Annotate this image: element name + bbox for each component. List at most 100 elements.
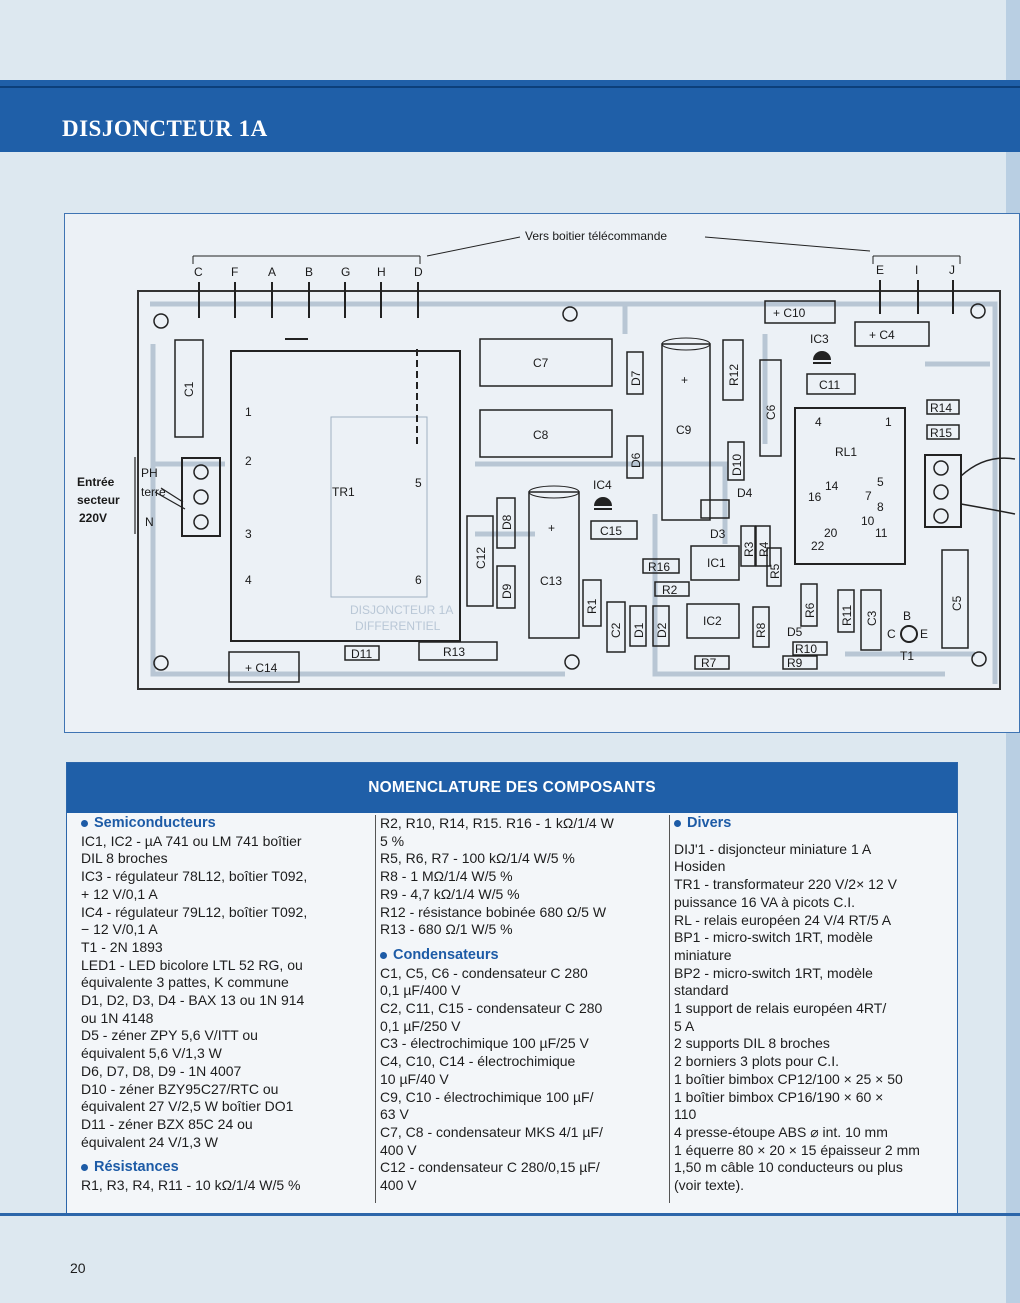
pin-a: A	[268, 265, 276, 279]
watermark-2: DIFFERENTIEL	[355, 619, 441, 633]
list-item: 2 borniers 3 plots pour C.I.	[674, 1053, 839, 1070]
relay-pin-11: 11	[875, 526, 888, 540]
rl1-outline	[794, 407, 906, 565]
pin-i: I	[915, 263, 918, 277]
list-item: R5, R6, R7 - 100 kΩ/1/4 W/5 %	[380, 850, 575, 867]
pin-e: E	[876, 263, 884, 277]
nomenclature-column-1: Semiconducteurs IC1, IC2 - µA 741 ou LM …	[81, 815, 373, 1195]
relay-pin-16: 16	[808, 490, 822, 504]
c9-plus: +	[681, 373, 688, 387]
input-label-1: Entrée	[77, 475, 115, 489]
label-d11: D11	[351, 647, 372, 661]
tr1-pin-2: 2	[245, 454, 252, 468]
list-item: 1 boîtier bimbox CP12/100 × 25 × 50	[674, 1070, 903, 1087]
page-number: 20	[70, 1260, 86, 1276]
list-item: R8 - 1 MΩ/1/4 W/5 %	[380, 868, 513, 885]
label-c11: C11	[819, 378, 840, 392]
list-item: R12 - résistance bobinée 680 Ω/5 W	[380, 903, 607, 920]
pcb-layout-svg: Vers boitier télécommande C F A B G H D …	[77, 229, 1016, 690]
list-item: C2, C11, C15 - condensateur C 280	[380, 1000, 603, 1017]
pin-d: D	[414, 265, 423, 279]
list-item: 400 V	[380, 1177, 417, 1194]
label-r12: R12	[727, 364, 741, 386]
label-r5: R5	[768, 563, 782, 579]
list-item: RL - relais européen 24 V/4 RT/5 A	[674, 911, 892, 928]
section-condensateurs: Condensateurs	[380, 947, 670, 965]
list-item: C9, C10 - électrochimique 100 µF/	[380, 1088, 594, 1105]
list-item: C1, C5, C6 - condensateur C 280	[380, 964, 588, 981]
relay-pin-22: 22	[811, 539, 825, 553]
tr1-pin-6: 6	[415, 573, 422, 587]
section-semiconducteurs: Semiconducteurs	[81, 815, 373, 833]
label-c1: C1	[182, 381, 196, 397]
terminal-ph: PH	[141, 466, 158, 480]
list-item: BP2 - micro-switch 1RT, modèle	[674, 964, 873, 981]
list-item: 2 supports DIL 8 broches	[674, 1035, 830, 1052]
label-r10: R10	[795, 642, 817, 656]
label-d7: D7	[629, 370, 643, 386]
label-rl1: RL1	[835, 445, 857, 459]
list-item: T1 - 2N 1893	[81, 938, 163, 955]
list-item: 1 support de relais européen 4RT/	[674, 1000, 887, 1017]
label-r3: R3	[742, 541, 756, 557]
pin-c: C	[194, 265, 203, 279]
tr1-pin-5: 5	[415, 476, 422, 490]
terminal-terre: terre	[141, 485, 166, 499]
list-item: D5 - zéner ZPY 5,6 V/ITT ou	[81, 1027, 258, 1044]
list-item: R2, R10, R14, R15. R16 - 1 kΩ/1/4 W	[380, 815, 614, 831]
watermark-1: DISJONCTEUR 1A	[350, 603, 453, 617]
nomenclature-panel: NOMENCLATURE DES COMPOSANTS Semiconducte…	[66, 762, 958, 1214]
section-resistances: Résistances	[81, 1159, 373, 1177]
list-item: DIJ'1 - disjoncteur miniature 1 A	[674, 840, 872, 857]
label-d3: D3	[710, 527, 726, 541]
list-item: C3 - électrochimique 100 µF/25 V	[380, 1035, 589, 1052]
list-item: 1 équerre 80 × 20 × 15 épaisseur 2 mm	[674, 1141, 920, 1158]
pin-b: B	[305, 265, 313, 279]
label-r8: R8	[754, 622, 768, 638]
list-item: 5 %	[380, 832, 405, 849]
list-item: IC3 - régulateur 78L12, boîtier T092,	[81, 868, 308, 885]
right-pin-labels: E I J	[876, 263, 955, 277]
label-r4: R4	[757, 541, 771, 557]
bullet-icon	[81, 819, 88, 827]
pin-f: F	[231, 265, 238, 279]
label-ic2: IC2	[703, 614, 722, 628]
pcb-outline	[137, 290, 1001, 690]
list-item: + 12 V/0,1 A	[81, 885, 158, 902]
section-title: Semiconducteurs	[94, 815, 216, 831]
list-item: D1, D2, D3, D4 - BAX 13 ou 1N 914	[81, 992, 305, 1009]
label-r7: R7	[701, 656, 717, 670]
list-item: 0,1 µF/250 V	[380, 1017, 461, 1034]
list-item: 5 A	[674, 1017, 695, 1034]
label-r9: R9	[787, 656, 803, 670]
label-r13: R13	[443, 645, 465, 659]
relay-pin-10: 10	[861, 514, 875, 528]
list-item: D6, D7, D8, D9 - 1N 4007	[81, 1062, 242, 1079]
bottom-rule	[0, 1213, 1020, 1216]
relay-pin-14: 14	[825, 479, 839, 493]
label-c13: C13	[540, 574, 562, 588]
relay-pin-5: 5	[877, 475, 884, 489]
component-layout-diagram: Vers boitier télécommande C F A B G H D …	[64, 213, 1020, 733]
tr1-pin-1: 1	[245, 405, 252, 419]
list-item: R13 - 680 Ω/1 W/5 %	[380, 921, 513, 938]
list-item: 10 µF/40 V	[380, 1070, 449, 1087]
relay-pin-7: 7	[865, 489, 872, 503]
label-c4: + C4	[869, 328, 895, 342]
label-d1: D1	[632, 622, 646, 638]
t1-b: B	[903, 609, 911, 623]
list-item: C12 - condensateur C 280/0,15 µF/	[380, 1159, 600, 1176]
terminal-n: N	[145, 515, 154, 529]
nomenclature-column-3: Divers DIJ'1 - disjoncteur miniature 1 A…	[669, 815, 960, 1203]
list-item: équivalente 3 pattes, K commune	[81, 974, 289, 991]
list-item: 1,50 m câble 10 conducteurs ou plus	[674, 1159, 903, 1176]
relay-pin-4: 4	[815, 415, 822, 429]
bullet-icon	[81, 1164, 88, 1172]
label-r15: R15	[930, 426, 952, 440]
input-label-3: 220V	[79, 511, 107, 525]
list-item: (voir texte).	[674, 1177, 745, 1194]
label-d9: D9	[500, 583, 514, 599]
label-r16: R16	[648, 560, 670, 574]
semiconducteurs-list: IC1, IC2 - µA 741 ou LM 741 boîtier DIL …	[81, 833, 373, 1152]
